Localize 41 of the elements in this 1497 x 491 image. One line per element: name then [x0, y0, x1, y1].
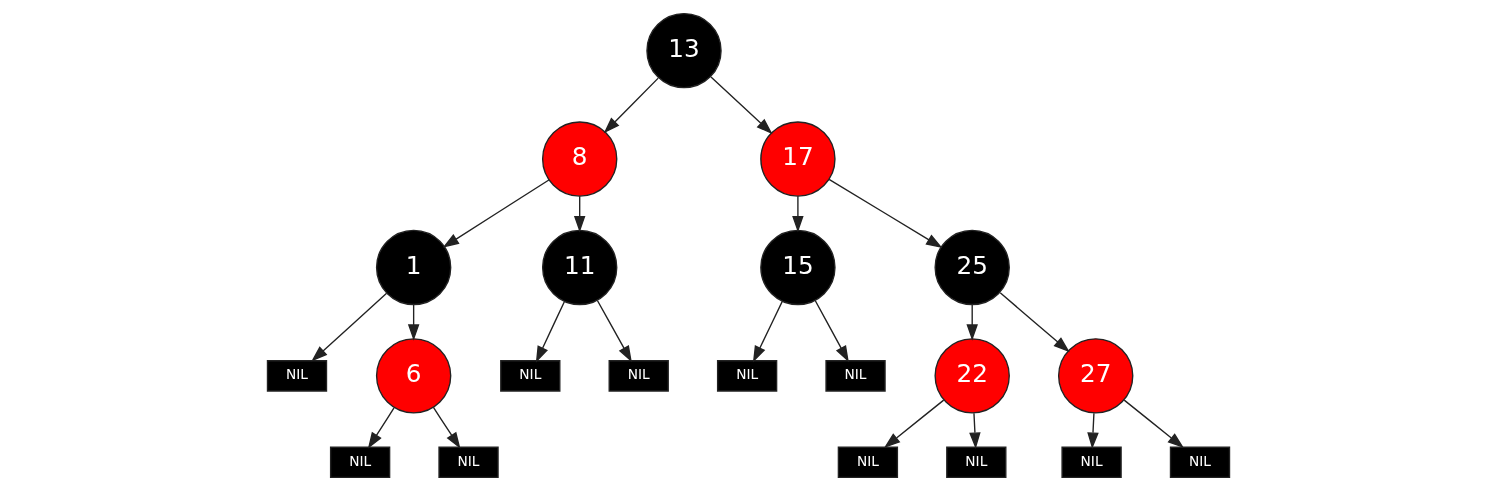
node-box: NIL — [946, 446, 1007, 479]
arrow — [792, 195, 804, 233]
node-circle: 8 — [541, 121, 618, 197]
node-box: NIL — [608, 360, 669, 392]
node-box: NIL — [837, 446, 899, 479]
arrow — [752, 300, 784, 363]
arrow — [432, 406, 461, 449]
node-circle: 11 — [541, 229, 618, 306]
node-box: NIL — [438, 446, 499, 479]
node-box: NIL — [329, 446, 391, 479]
node-box: NIL — [825, 360, 886, 392]
node-box: NIL — [1061, 446, 1122, 479]
arrow — [1087, 412, 1099, 449]
node-circle: 27 — [1057, 338, 1134, 414]
arrow — [966, 303, 978, 341]
arrow — [367, 407, 395, 449]
arrow — [710, 76, 773, 135]
node-box: NIL — [266, 360, 328, 392]
arrow — [999, 292, 1070, 353]
arrow — [596, 299, 632, 363]
node-box: NIL — [716, 360, 778, 392]
arrow — [828, 178, 943, 249]
arrow — [573, 195, 586, 233]
node-circle: 17 — [760, 121, 836, 197]
arrow — [1123, 399, 1184, 449]
arrow — [311, 292, 388, 362]
node-circle: 1 — [375, 229, 452, 306]
node-circle: 22 — [934, 338, 1010, 414]
node-circle: 25 — [934, 229, 1010, 306]
arrow — [535, 301, 566, 363]
node-circle: 13 — [646, 12, 722, 89]
node-box: NIL — [1169, 446, 1231, 479]
node-circle: 6 — [375, 338, 452, 414]
arrow — [814, 299, 849, 363]
arrow — [883, 399, 945, 449]
arrow — [407, 303, 420, 341]
node-circle: 15 — [760, 229, 836, 306]
node-box: NIL — [500, 360, 561, 392]
arrow — [969, 412, 981, 449]
arrow — [442, 179, 550, 248]
arrow — [603, 77, 659, 134]
